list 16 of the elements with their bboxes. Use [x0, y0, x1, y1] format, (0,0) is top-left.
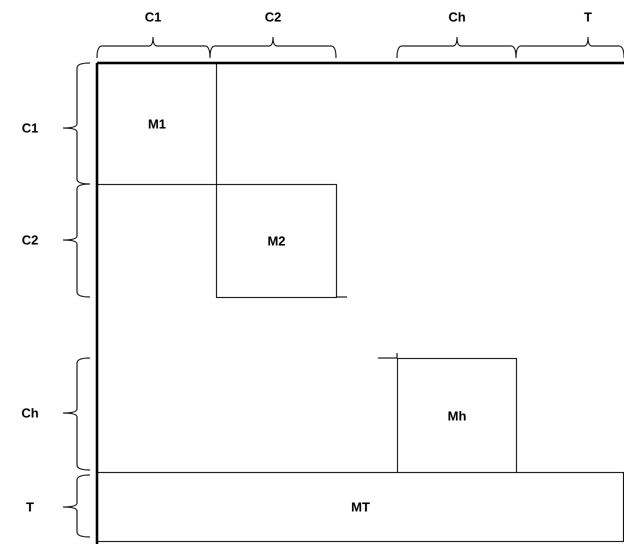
block-label: MT — [351, 500, 370, 514]
matrix-block — [216, 184, 337, 298]
block-label: Mh — [448, 408, 466, 423]
matrix-block — [97, 472, 624, 542]
partition-label: C1 — [22, 120, 38, 136]
matrix-block — [97, 63, 217, 185]
partition-label: C2 — [264, 10, 282, 24]
block-label: M1 — [148, 116, 166, 132]
partition-label: Ch — [448, 10, 466, 24]
partition-label: C2 — [22, 232, 38, 248]
partition-label: T — [584, 10, 592, 24]
partition-label: Ch — [21, 406, 39, 420]
matrix-block — [397, 358, 517, 473]
block-label: M2 — [267, 234, 286, 248]
partition-label: T — [26, 500, 34, 514]
partition-label: C1 — [144, 10, 162, 24]
